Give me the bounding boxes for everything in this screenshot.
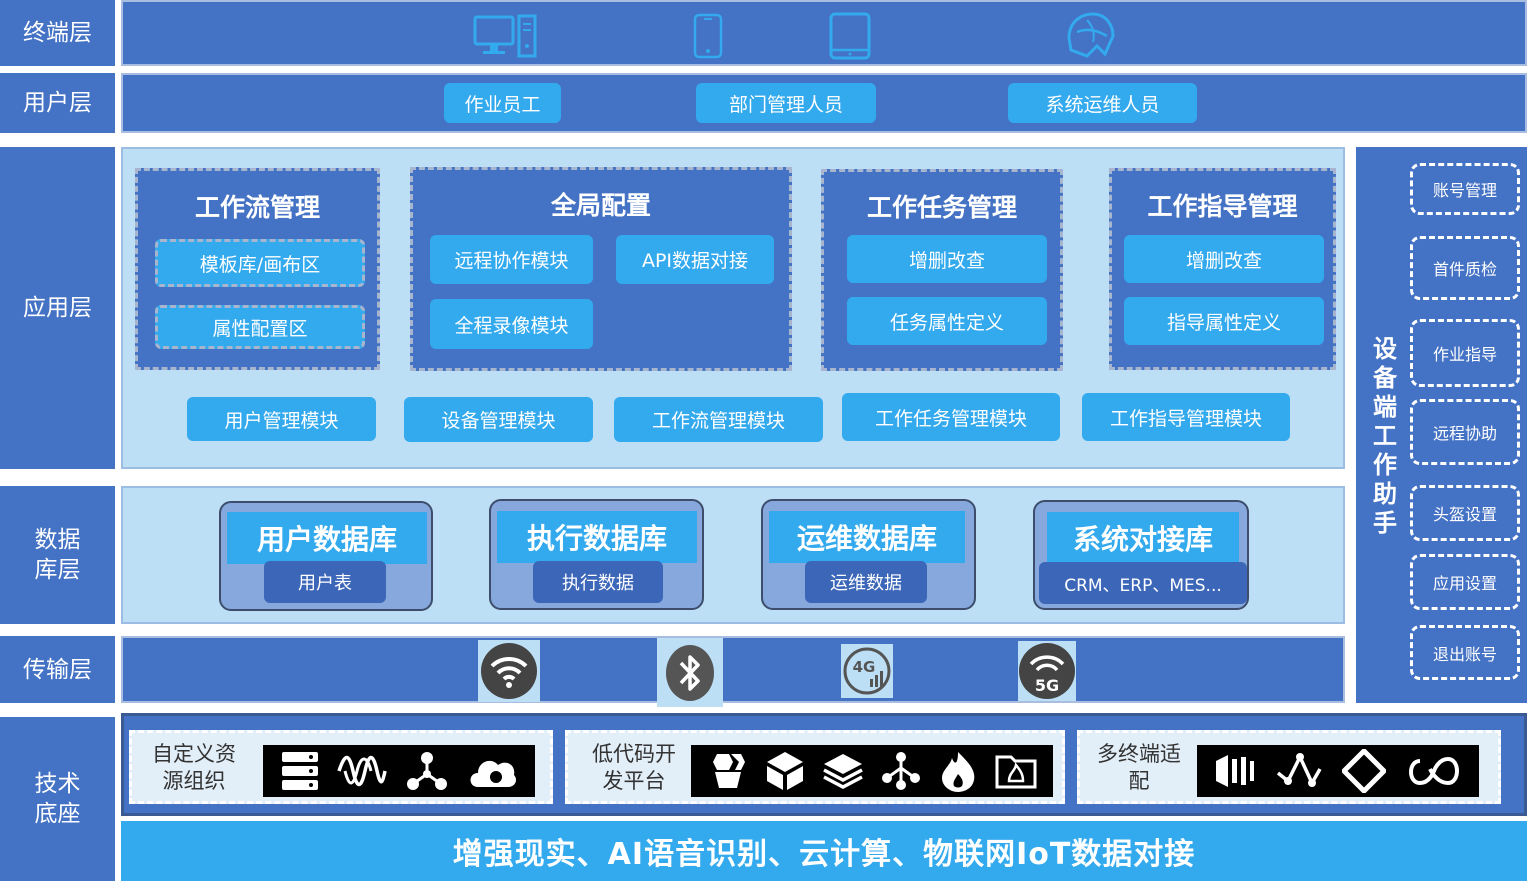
db-execution: 执行数据库 执行数据 [489,499,704,610]
4g-icon: 4G [841,644,893,698]
sidebar-item-app-settings: 应用设置 [1410,554,1520,610]
user-band: 作业员工 部门管理人员 系统运维人员 [121,73,1527,133]
database-band: 用户数据库 用户表 执行数据库 执行数据 运维数据库 运维数据 系统对接库 CR… [121,486,1345,624]
tech-icons-multiterminal [1197,745,1479,797]
module-guide-management: 工作指导管理模块 [1082,393,1290,441]
wifi-icon [478,640,540,702]
diamond-frame-icon [1342,749,1386,793]
remote-collab-module: 远程协作模块 [430,235,593,284]
workflow-property-config: 属性配置区 [155,305,365,349]
layer-label-app: 应用层 [0,147,115,469]
workflow-template-canvas: 模板库/画布区 [155,239,365,287]
group-title-global-config: 全局配置 [550,191,651,220]
module-device-management: 设备管理模块 [404,397,593,442]
cube-icon [765,750,805,792]
db-sub-execution: 执行数据 [533,561,663,603]
user-role-worker: 作业员工 [444,83,561,123]
layer-label-user: 用户层 [0,73,115,133]
tech-group-multiterminal: 多终端适配 [1077,730,1501,804]
module-task-management: 工作任务管理模块 [842,393,1060,441]
task-crud: 增删改查 [847,235,1047,283]
5g-label: 5G [1035,676,1059,695]
sidebar-item-remote-assist: 远程协助 [1410,399,1520,465]
module-user-management: 用户管理模块 [187,397,376,441]
flame-icon [938,750,978,792]
full-recording-module: 全程录像模块 [430,299,593,349]
sidebar-item-account: 账号管理 [1410,163,1520,215]
5g-icon: 5G [1018,641,1076,701]
group-global-config: 全局配置 远程协作模块 API数据对接 全程录像模块 [410,167,792,371]
smartphone-icon [693,13,723,63]
db-sub-user: 用户表 [264,561,386,603]
sidebar-item-work-guide: 作业指导 [1410,319,1520,387]
tech-label-resource: 自定义资源组织 [152,742,236,793]
layers-stack-icon [822,750,864,792]
tech-label-multiterminal: 多终端适配 [1097,742,1181,793]
tech-group-lowcode: 低代码开发平台 [565,730,1065,804]
group-task: 工作任务管理 增删改查 任务属性定义 [821,169,1063,371]
tech-icons-lowcode [691,745,1053,797]
layer-label-transport: 传输层 [0,636,115,703]
folder-icon [995,751,1037,791]
layer-label-terminal: 终端层 [0,0,115,66]
group-title-task: 工作任务管理 [866,193,1017,222]
db-sub-integration: CRM、ERP、MES... [1039,562,1247,604]
app-band: 工作流管理 模板库/画布区 属性配置区 全局配置 远程协作模块 API数据对接 … [121,147,1345,469]
tree-hierarchy-icon [880,750,922,792]
tech-icons-resource [263,745,535,797]
module-workflow-management: 工作流管理模块 [614,397,823,442]
group-title-guide: 工作指导管理 [1147,192,1298,221]
waveform-icon [337,751,387,791]
layer-label-database: 数据库层 [0,486,115,624]
tech-banner: 增强现实、AI语音识别、云计算、物联网IoT数据对接 [121,821,1527,881]
task-property-definition: 任务属性定义 [847,297,1047,345]
signal-bars-icon [1214,751,1256,791]
hexagon-cluster-icon [707,750,749,792]
sidebar-item-first-inspection: 首件质检 [1410,236,1520,300]
tech-label-lowcode: 低代码开发平台 [592,742,676,793]
db-sub-ops: 运维数据 [805,561,927,603]
api-integration: API数据对接 [616,235,774,284]
db-user: 用户数据库 用户表 [219,501,433,611]
terminal-band [121,0,1527,66]
transport-band: 4G 5G [121,636,1345,707]
group-guide: 工作指导管理 增删改查 指导属性定义 [1109,168,1336,370]
infinity-icon [1404,751,1462,791]
sidebar-item-logout: 退出账号 [1410,625,1520,680]
tech-band: 自定义资源组织 低代码开发平台 多终端适配 [121,713,1527,816]
layer-label-tech: 技术底座 [0,717,115,881]
group-workflow: 工作流管理 模板库/画布区 属性配置区 [135,168,380,370]
tablet-icon [829,12,871,64]
guide-property-definition: 指导属性定义 [1124,297,1324,345]
db-title-user: 用户数据库 [227,512,427,564]
line-nodes-icon [1274,751,1324,791]
network-nodes-icon [405,750,449,792]
sidebar-item-helmet-settings: 头盔设置 [1410,485,1520,541]
group-title-workflow: 工作流管理 [194,193,320,222]
db-integration: 系统对接库 CRM、ERP、MES... [1033,500,1249,610]
bluetooth-icon [657,638,723,707]
db-title-integration: 系统对接库 [1047,512,1239,564]
user-role-manager: 部门管理人员 [696,83,876,123]
db-title-execution: 执行数据库 [497,511,697,563]
helmet-icon [1063,10,1115,64]
cloud-icon [466,751,518,791]
db-ops: 运维数据库 运维数据 [761,499,976,610]
db-title-ops: 运维数据库 [769,511,965,563]
guide-crud: 增删改查 [1124,235,1324,283]
device-assistant-sidebar: 设备端工作助手 账号管理 首件质检 作业指导 远程协助 头盔设置 应用设置 退出… [1356,147,1527,703]
user-role-ops: 系统运维人员 [1008,83,1197,123]
sidebar-title: 设备端工作助手 [1373,335,1397,537]
desktop-computer-icon [473,14,543,62]
server-rack-icon [280,750,320,792]
tech-group-resource: 自定义资源组织 [129,730,553,804]
4g-label: 4G [853,658,876,676]
